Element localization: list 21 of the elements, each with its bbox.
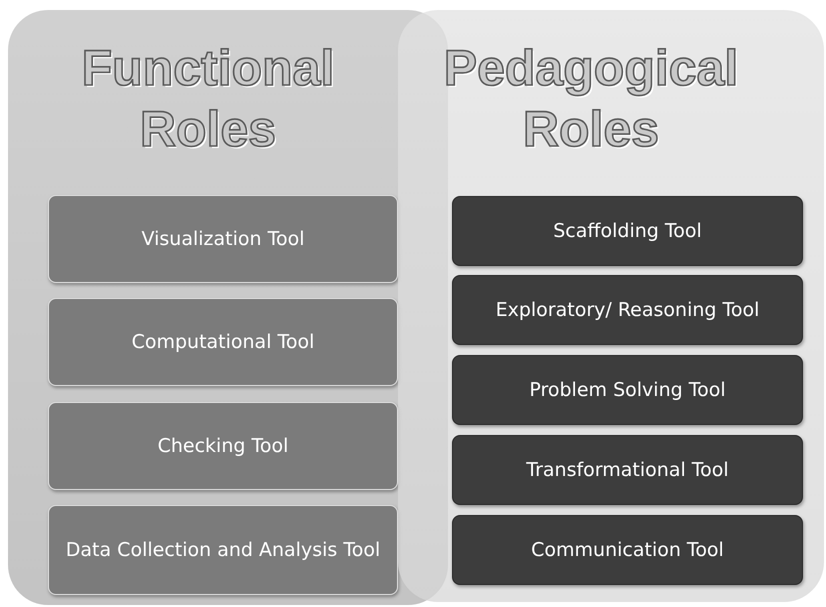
- role-label: Exploratory/ Reasoning Tool: [496, 298, 760, 322]
- role-label: Problem Solving Tool: [529, 378, 726, 402]
- panel-heading: Functional Roles: [80, 39, 336, 159]
- role-box: [452, 355, 803, 425]
- role-box: [48, 298, 398, 386]
- role-box: [452, 435, 803, 505]
- role-box: [48, 402, 398, 490]
- role-label: Scaffolding Tool: [553, 220, 702, 242]
- role-box: [48, 195, 398, 283]
- role-label: Visualization Tool: [142, 228, 304, 250]
- role-label: Communication Tool: [531, 538, 724, 562]
- role-label: Data Collection and Analysis Tool: [66, 538, 380, 562]
- role-label: Checking Tool: [158, 434, 288, 458]
- role-box: [452, 275, 803, 345]
- role-box: [48, 505, 398, 595]
- role-box: [452, 196, 803, 266]
- category-panel: [398, 10, 824, 602]
- role-label: Transformational Tool: [526, 458, 729, 482]
- panel-heading: Pedagogical Roles: [442, 39, 740, 159]
- role-box: [452, 515, 803, 585]
- role-label: Computational Tool: [132, 330, 314, 354]
